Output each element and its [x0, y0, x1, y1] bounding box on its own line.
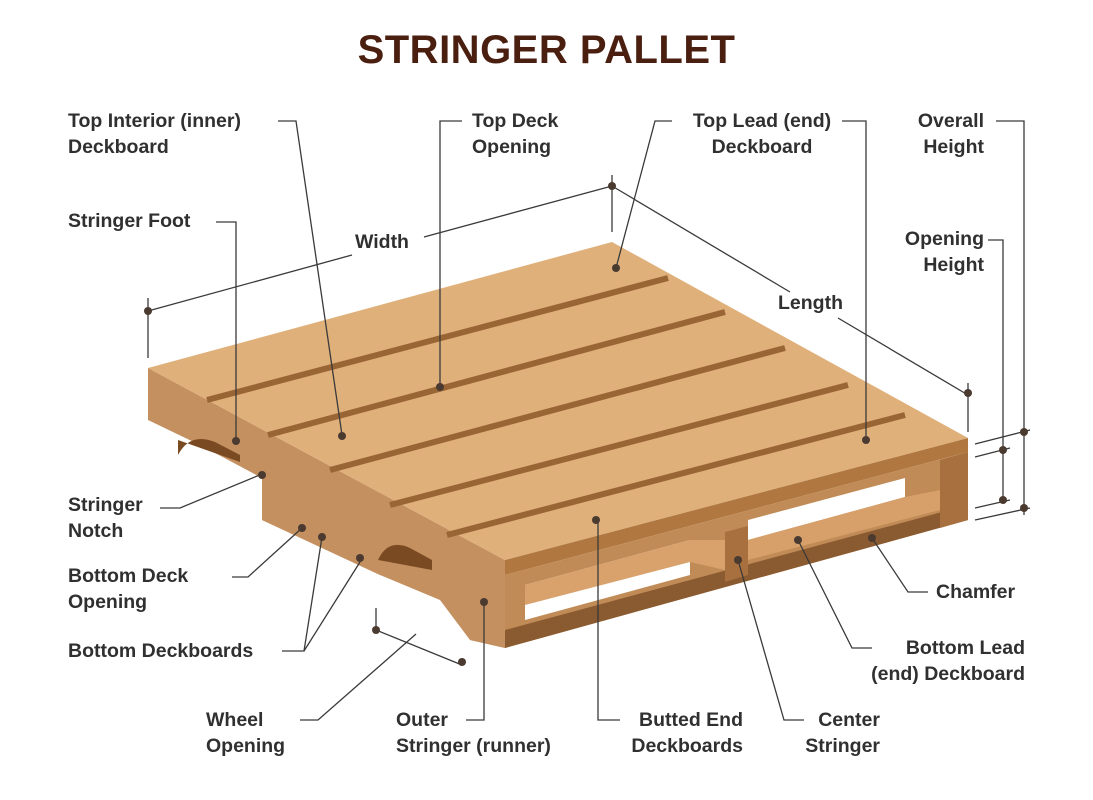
label-outer-stringer: Outer Stringer (runner)	[396, 709, 551, 757]
label-wheel-opening: Wheel Opening	[206, 709, 286, 757]
label-opening-height: Opening Height	[904, 228, 984, 276]
label-center-stringer: Center Stringer	[805, 709, 880, 757]
diagram-title: STRINGER PALLET	[357, 28, 736, 72]
label-stringer-foot: Stringer Foot	[68, 210, 191, 232]
label-top-deck-opening: Top Deck Opening	[472, 110, 559, 158]
leader-dots	[144, 182, 1028, 666]
label-top-lead-deckboard: Top Lead (end) Deckboard	[692, 110, 832, 158]
label-bottom-deck-opening: Bottom Deck Opening	[68, 565, 189, 613]
label-width: Width	[355, 231, 409, 253]
label-bottom-deckboards: Bottom Deckboards	[68, 640, 254, 662]
label-length: Length	[778, 292, 843, 314]
label-chamfer: Chamfer	[936, 581, 1016, 603]
label-bottom-lead-deckboard: Bottom Lead (end) Deckboard	[871, 637, 1025, 685]
label-overall-height: Overall Height	[917, 110, 984, 158]
pallet	[148, 242, 968, 648]
label-stringer-notch: Stringer Notch	[68, 494, 143, 542]
label-butted-end-deckboards: Butted End Deckboards	[631, 709, 743, 757]
label-top-interior-deckboard: Top Interior (inner) Deckboard	[68, 110, 241, 158]
